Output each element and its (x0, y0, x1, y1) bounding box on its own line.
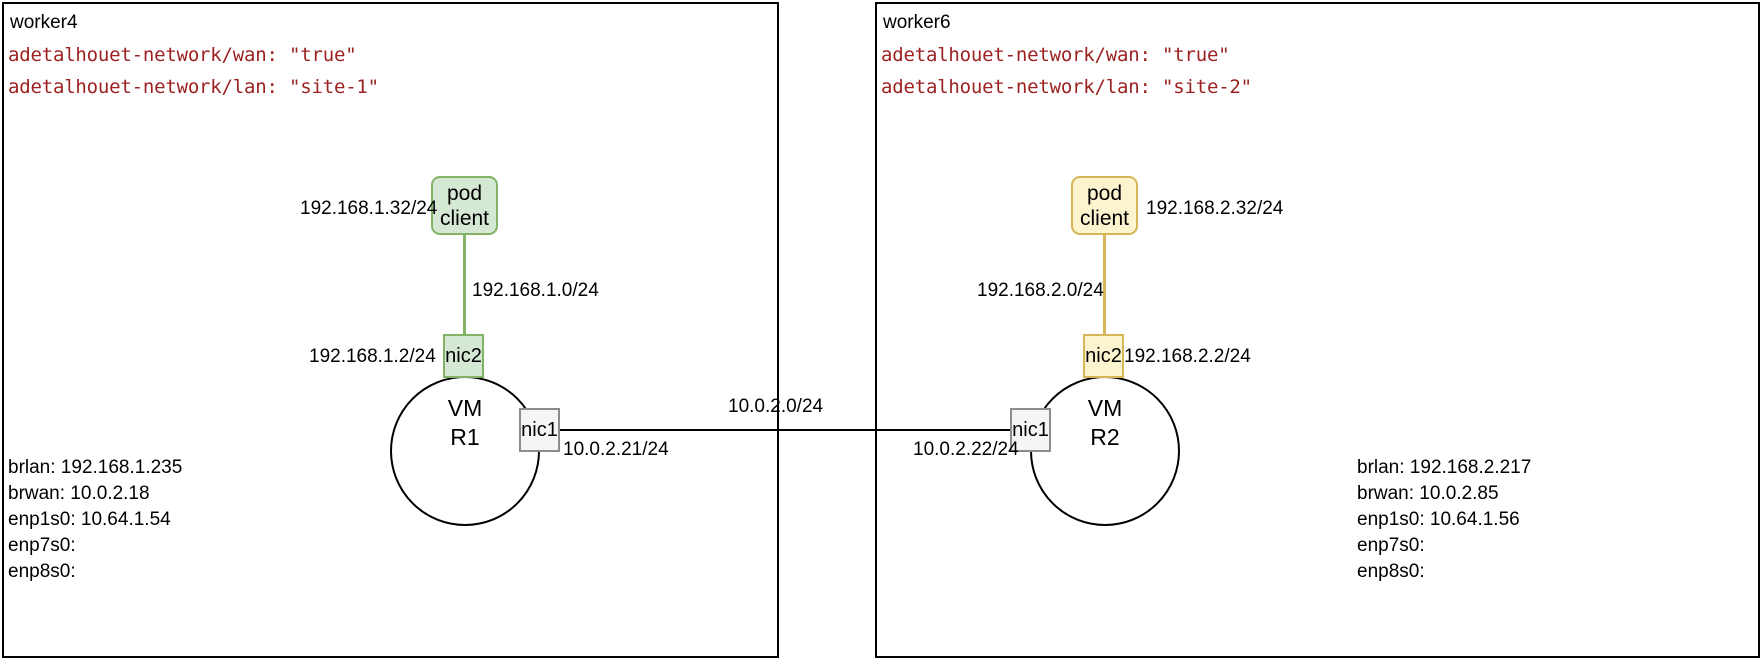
worker6-annotation-lan-value: "site-2" (1162, 76, 1252, 98)
interface-brwan: brwan: 10.0.2.85 (1357, 483, 1499, 504)
nic2-ip-label-worker6: 192.168.2.2/24 (1124, 346, 1251, 367)
worker4-annotation-wan-key: adetalhouet-network/wan: (8, 44, 278, 66)
vm-label-line1: VM (447, 395, 483, 421)
interface-brlan: brlan: 192.168.2.217 (1357, 457, 1532, 478)
worker6-annotation-lan: adetalhouet-network/lan: "site-2" (881, 78, 1252, 97)
interface-enp1s0: enp1s0: 10.64.1.56 (1357, 509, 1520, 530)
nic1-node-worker4[interactable]: nic1 (519, 408, 560, 452)
wan-link-line (559, 429, 1011, 431)
worker6-annotation-lan-key: adetalhouet-network/lan: (881, 76, 1151, 98)
nic2-ip-label-worker4: 192.168.1.2/24 (309, 346, 436, 367)
interface-brwan: brwan: 10.0.2.18 (8, 483, 150, 504)
pod-client-node-worker6[interactable]: pod client (1071, 176, 1138, 235)
vm-label-worker6: VM R2 (1030, 394, 1180, 452)
vm-label-worker4: VM R1 (390, 394, 540, 452)
interface-brlan: brlan: 192.168.1.235 (8, 457, 183, 478)
worker4-annotation-lan-value: "site-1" (289, 76, 379, 98)
vm-label-line2: R2 (1090, 424, 1120, 450)
worker-panel-worker4 (2, 2, 779, 658)
vm-circle-worker4 (390, 376, 540, 526)
worker4-annotation-wan: adetalhouet-network/wan: "true" (8, 44, 357, 66)
nic2-node-worker4[interactable]: nic2 (443, 334, 484, 378)
interface-enp7s0: enp7s0: (1357, 535, 1425, 556)
worker-panel-worker6 (875, 2, 1760, 658)
interface-list-worker6: brlan: 192.168.2.217 brwan: 10.0.2.85 en… (1357, 455, 1531, 585)
nic1-node-worker6[interactable]: nic1 (1010, 408, 1051, 452)
pod-to-nic2-link-worker4 (463, 235, 466, 378)
interface-list-worker4: brlan: 192.168.1.235 brwan: 10.0.2.18 en… (8, 455, 182, 585)
nic1-ip-label-worker4: 10.0.2.21/24 (563, 439, 669, 460)
vm-label-line1: VM (1087, 395, 1123, 421)
interface-enp8s0: enp8s0: (1357, 561, 1425, 582)
vm-label-line2: R1 (450, 424, 480, 450)
worker6-annotation-wan: adetalhouet-network/wan: "true" (881, 44, 1230, 66)
interface-enp8s0: enp8s0: (8, 561, 76, 582)
pod-ip-label-worker6: 192.168.2.32/24 (1146, 198, 1284, 219)
worker6-annotation-wan-key: adetalhouet-network/wan: (881, 44, 1151, 66)
worker6-annotation-wan-value: "true" (1162, 44, 1230, 66)
wan-link-label: 10.0.2.0/24 (728, 396, 824, 417)
pod-link-label-worker4: 192.168.1.0/24 (472, 280, 599, 301)
worker4-annotation-lan: adetalhouet-network/lan: "site-1" (8, 78, 379, 97)
worker-name-worker4: worker4 (10, 12, 78, 33)
worker4-annotation-wan-value: "true" (289, 44, 357, 66)
worker4-annotation-lan-key: adetalhouet-network/lan: (8, 76, 278, 98)
pod-client-node-worker4[interactable]: pod client (431, 176, 498, 235)
pod-link-label-worker6: 192.168.2.0/24 (977, 280, 1104, 301)
nic2-node-worker6[interactable]: nic2 (1083, 334, 1124, 378)
pod-client-label-line2: client (439, 206, 490, 230)
pod-client-label-line1: pod (1086, 181, 1123, 205)
pod-client-label-line2: client (1079, 206, 1130, 230)
worker-name-worker6: worker6 (883, 12, 951, 33)
interface-enp7s0: enp7s0: (8, 535, 76, 556)
nic1-ip-label-worker6: 10.0.2.22/24 (913, 439, 1019, 460)
pod-to-nic2-link-worker6 (1103, 235, 1106, 378)
pod-ip-label-worker4: 192.168.1.32/24 (300, 198, 438, 219)
pod-client-label-line1: pod (446, 181, 483, 205)
interface-enp1s0: enp1s0: 10.64.1.54 (8, 509, 171, 530)
